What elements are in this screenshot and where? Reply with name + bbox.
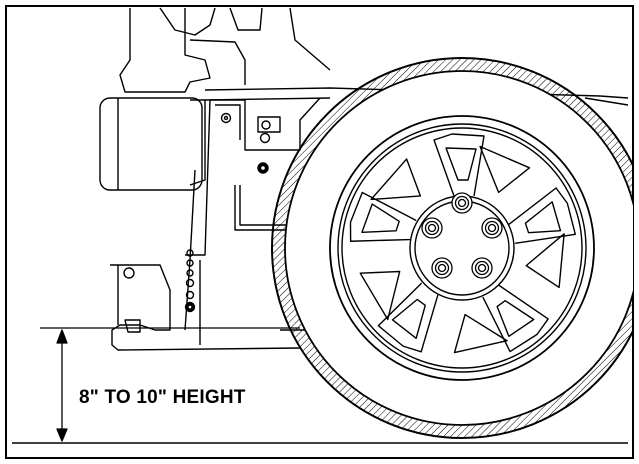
hitch-mount-plate [110, 249, 320, 351]
lug-nuts [421, 192, 503, 279]
wheel [271, 57, 633, 439]
bumper-block [99, 97, 206, 191]
height-dimension-arrow [56, 329, 68, 442]
height-callout-label: 8" TO 10" HEIGHT [79, 387, 246, 408]
